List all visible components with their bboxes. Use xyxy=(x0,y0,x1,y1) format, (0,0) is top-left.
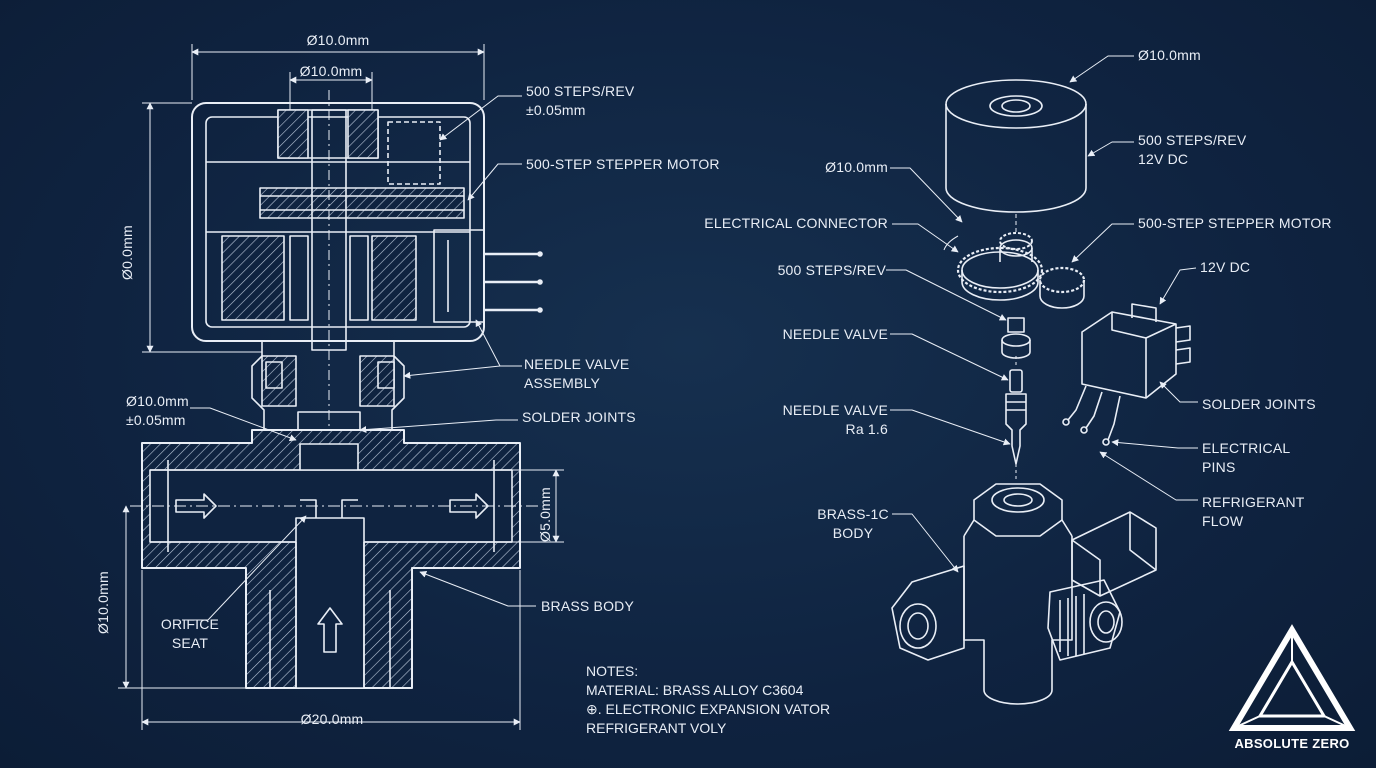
right-leader-lines xyxy=(886,55,1198,573)
callout-needle-valve-assembly: NEEDLE VALVE ASSEMBLY xyxy=(524,356,630,391)
right-stepper-motor: 500-STEP STEPPER MOTOR xyxy=(1138,215,1332,231)
left-dimension-lines xyxy=(118,44,564,730)
right-needle-valve: NEEDLE VALVE xyxy=(782,326,888,342)
dim-left-height: Ø0.0mm xyxy=(119,225,135,280)
notes-block: NOTES: MATERIAL: BRASS ALLOY C3604 ⊕. ELEC… xyxy=(586,662,830,738)
right-steps-rev: 500 STEPS/REV xyxy=(777,262,886,278)
valve-cross-section xyxy=(130,90,543,689)
dim-right: Ø5.0mm xyxy=(537,487,553,542)
notes-line-expansion: ⊕. ELECTRONIC EXPANSION VATOR xyxy=(586,701,831,717)
right-dim-mid: Ø10.0mm xyxy=(825,159,888,175)
dim-bottom: Ø20.0mm xyxy=(300,711,364,727)
dim-left-lower: Ø10.0mm xyxy=(95,571,111,634)
right-brass-body: BRASS-1C BODY xyxy=(817,506,889,541)
callout-orifice-seat: ORIFICE SEAT xyxy=(160,616,220,651)
right-callout-steps-dc: 500 STEPS/REV 12V DC xyxy=(1138,132,1247,167)
right-voltage: 12V DC xyxy=(1200,259,1251,275)
callout-solder-joints: SOLDER JOINTS xyxy=(522,409,636,425)
dim-top-outer: Ø10.0mm xyxy=(306,32,370,48)
callout-steps-tolerance: 500 STEPS/REV ±0.05mm xyxy=(526,83,635,118)
brand-name: ABSOLUTE ZERO xyxy=(1234,736,1350,751)
right-needle-valve-ra: NEEDLE VALVE Ra 1.6 xyxy=(782,402,888,437)
left-leader-lines xyxy=(182,95,536,621)
notes-line-refrigerant: REFRIGERANT VOLY xyxy=(586,720,727,736)
right-solder-joints: SOLDER JOINTS xyxy=(1202,396,1316,412)
callout-brass-body: BRASS BODY xyxy=(541,598,635,614)
right-refrigerant-flow: REFRIGERANT FLOW xyxy=(1202,494,1305,529)
right-dim-top: Ø10.0mm xyxy=(1138,47,1201,63)
right-electrical-pins: ELECTRICAL PINS xyxy=(1202,440,1291,475)
callout-stepper-motor: 500-STEP STEPPER MOTOR xyxy=(526,156,720,172)
dim-top-inner: Ø10.0mm xyxy=(299,63,363,79)
notes-heading: NOTES: xyxy=(586,663,639,679)
exploded-view xyxy=(891,79,1191,705)
triangle-logo xyxy=(1228,624,1356,731)
notes-line-material: MATERIAL: BRASS ALLOY C3604 xyxy=(586,682,804,698)
right-electrical-connector: ELECTRICAL CONNECTOR xyxy=(704,215,888,231)
callout-tolerance: Ø10.0mm ±0.05mm xyxy=(126,393,189,428)
